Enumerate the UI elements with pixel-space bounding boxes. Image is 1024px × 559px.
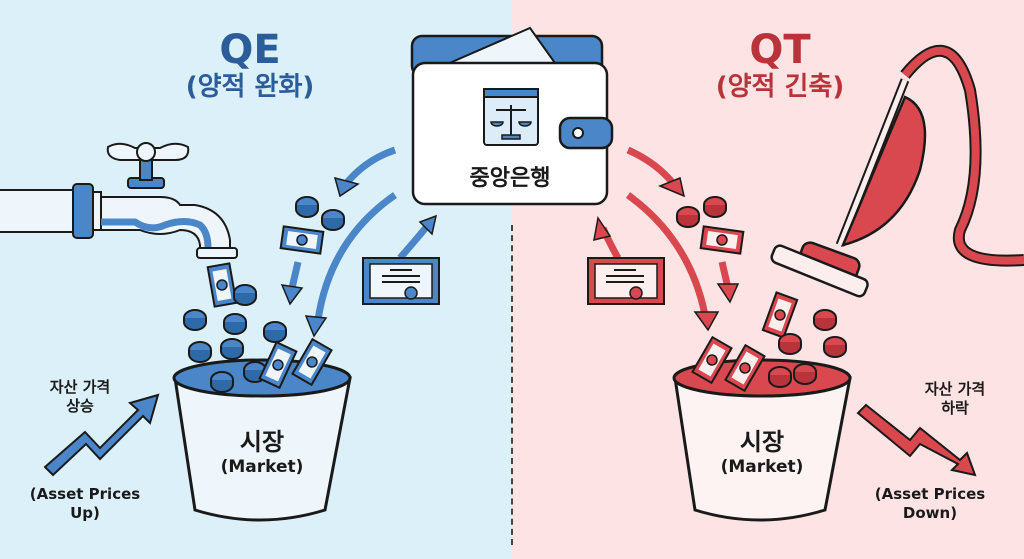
asset-prices-down-ko: 자산 가격 하락 <box>905 380 1005 418</box>
asset-prices-up-en: (Asset Prices Up) <box>25 485 145 523</box>
qe-title-text: QE <box>219 27 281 73</box>
trend-label-line1: 자산 가격 <box>924 380 986 398</box>
qt-title: QT (양적 긴축) <box>700 28 860 102</box>
qe-subtitle: (양적 완화) <box>185 72 315 102</box>
market-label-qe: 시장 (Market) <box>200 428 324 478</box>
market-label-ko: 시장 <box>239 428 285 456</box>
bond-certificate-icon-qe <box>362 257 440 305</box>
central-bank-label: 중앙은행 <box>469 166 551 191</box>
trend-label-en-line1: (Asset Prices <box>29 485 141 503</box>
trend-label-en-line2: Up) <box>70 504 100 522</box>
market-label-en: (Market) <box>220 457 304 477</box>
market-bucket-qt <box>672 358 852 522</box>
qe-title: QE (양적 완화) <box>170 28 330 102</box>
trend-label-line1: 자산 가격 <box>49 378 111 396</box>
market-label-en: (Market) <box>720 457 804 477</box>
qt-subtitle: (양적 긴축) <box>715 72 845 102</box>
market-label-qt: 시장 (Market) <box>700 428 824 478</box>
scales-of-justice-icon <box>483 88 539 146</box>
asset-prices-up-ko: 자산 가격 상승 <box>30 378 130 416</box>
qt-title-text: QT <box>749 27 811 73</box>
arrow-trend-down-icon <box>856 403 977 477</box>
faucet-icon <box>0 142 238 259</box>
bond-certificate-icon-qt <box>587 257 665 305</box>
asset-prices-down-en: (Asset Prices Down) <box>870 485 990 523</box>
market-label-ko: 시장 <box>739 428 785 456</box>
trend-label-line2: 상승 <box>66 397 94 415</box>
panel-divider <box>511 225 513 545</box>
trend-label-en-line1: (Asset Prices <box>874 485 986 503</box>
vacuum-cleaner-icon <box>770 44 1024 298</box>
trend-label-en-line2: Down) <box>902 504 958 522</box>
arrow-trend-up-icon <box>43 393 160 477</box>
trend-label-line2: 하락 <box>941 399 969 417</box>
